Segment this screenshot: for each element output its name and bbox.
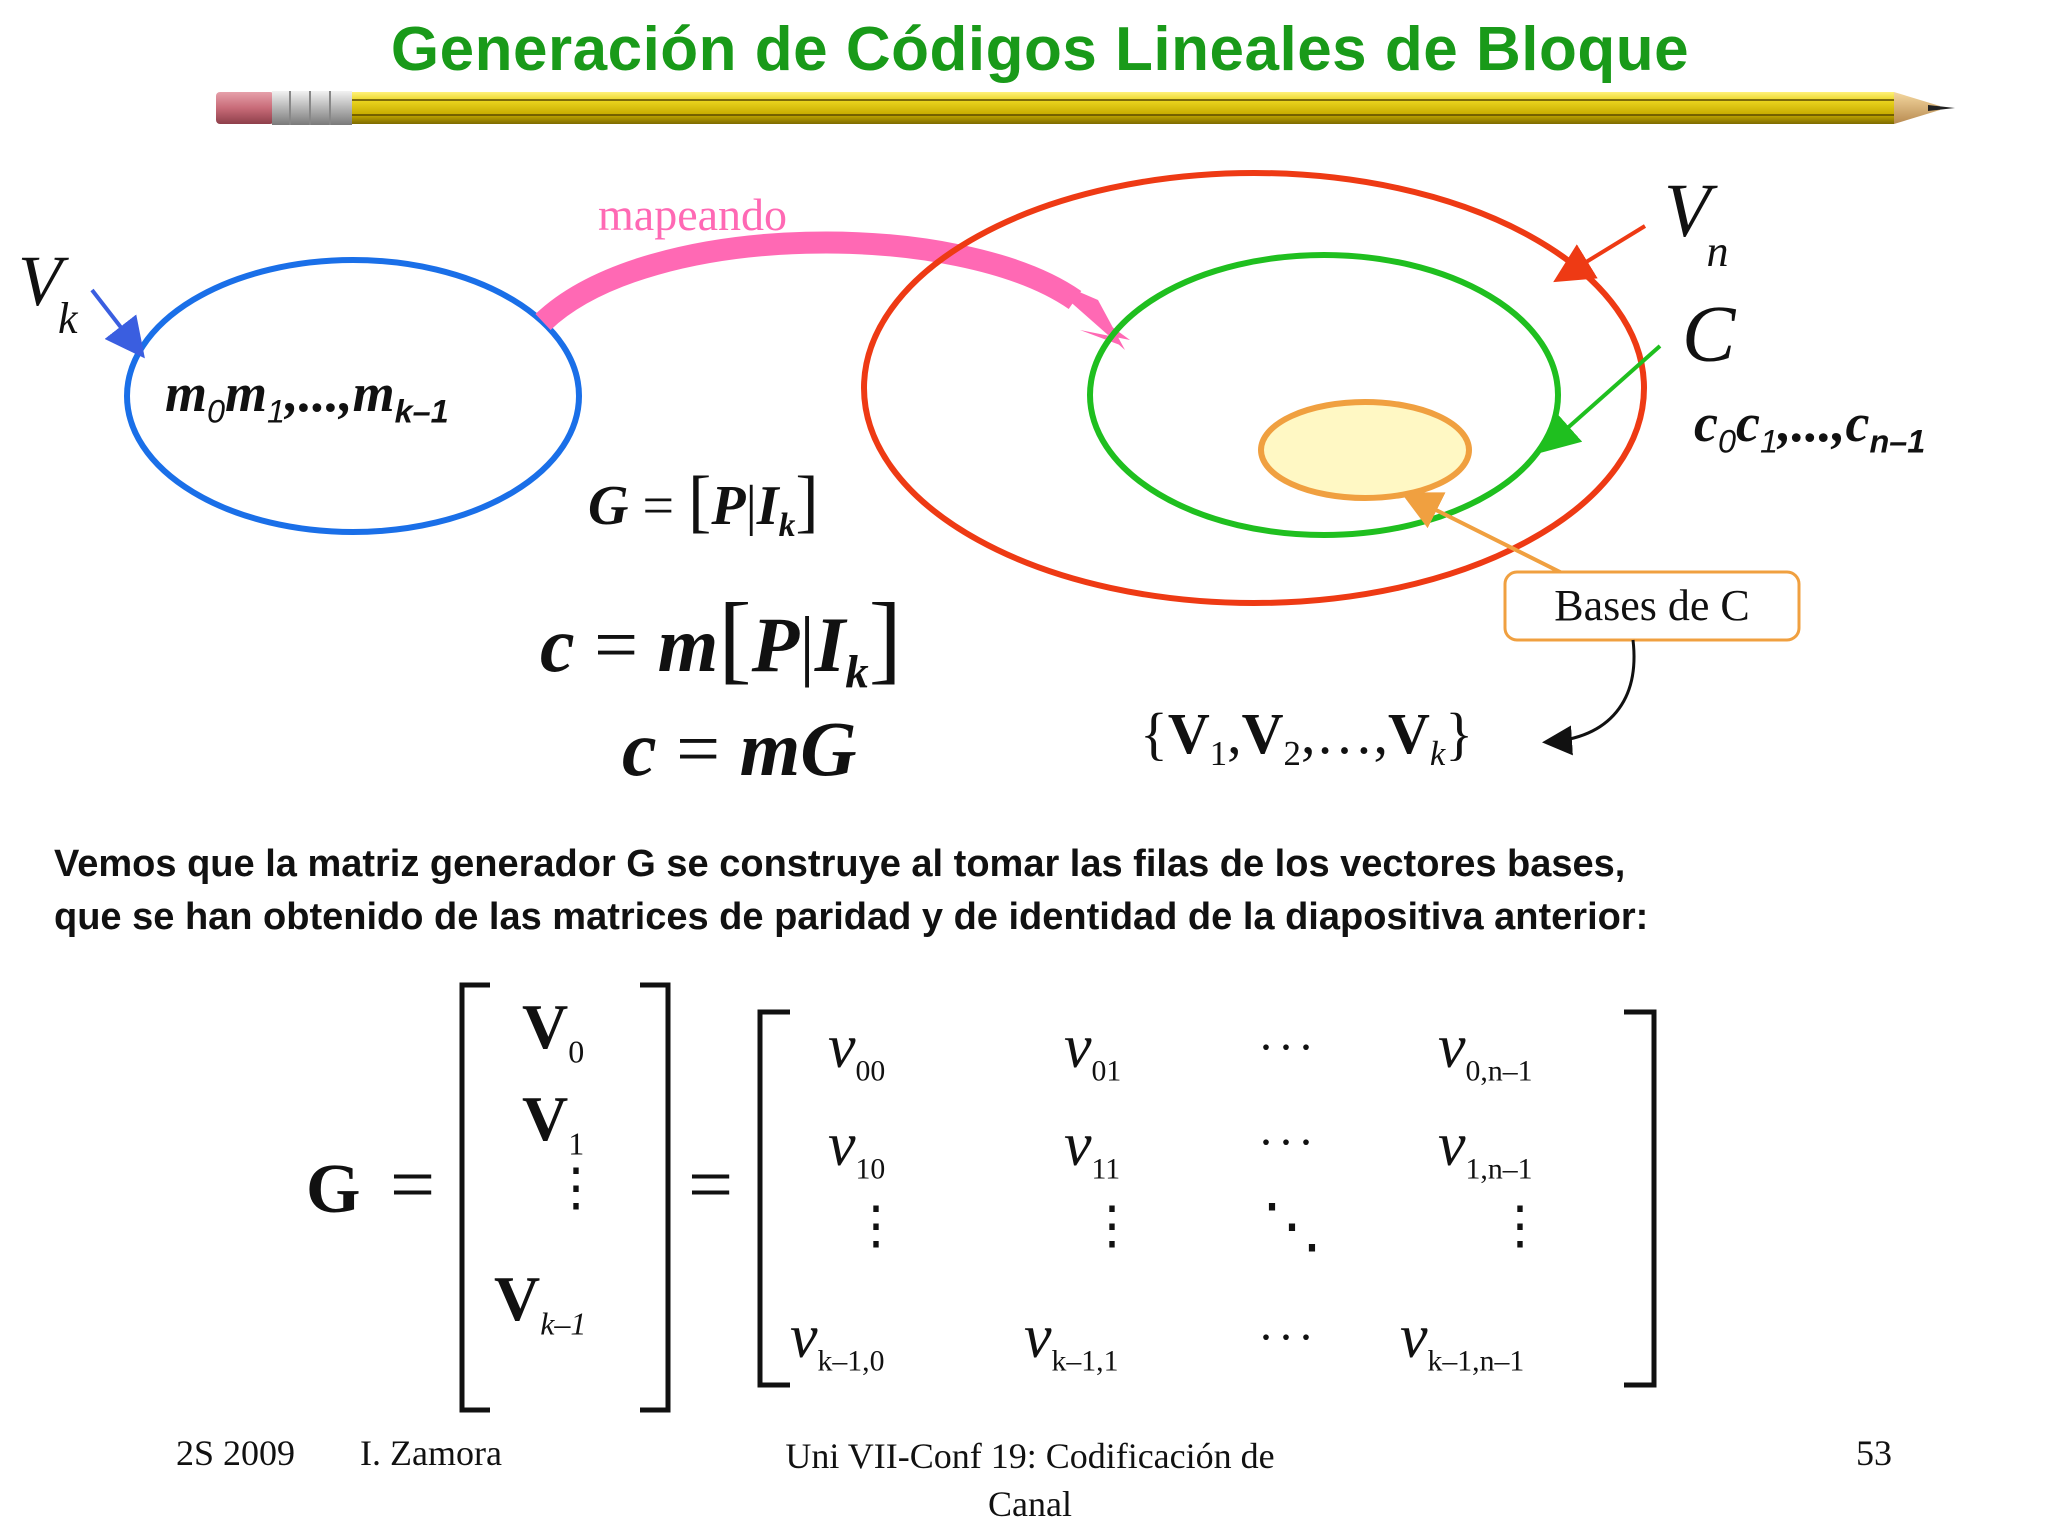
explanation-paragraph: Vemos que la matriz generador G se const…: [54, 838, 2014, 944]
vk-pointer-arrow: [90, 288, 145, 359]
matrix-cell: v01: [1064, 1013, 1122, 1088]
basis-vector-1: V1: [522, 1083, 585, 1162]
codeword-vector: c0c1,...,cn–1: [1694, 393, 1926, 460]
mapping-label: mapeando: [598, 189, 788, 240]
c-ellipse: [1087, 252, 1561, 538]
equation-c-mg: c = mG: [622, 705, 857, 792]
basis-vector-0: V0: [522, 991, 585, 1070]
message-vector: m0m1,...,mk–1: [165, 363, 449, 430]
horizontal-dots: ···: [1258, 1116, 1318, 1169]
horizontal-dots: ···: [1258, 1311, 1318, 1364]
vertical-dots: ⋮: [1086, 1196, 1138, 1256]
footer-course-line-1: Uni VII-Conf 19: Codificación de: [785, 1436, 1275, 1476]
matrix-g-symbol: G: [306, 1151, 361, 1228]
matrix-cell: vk–1,0: [790, 1303, 885, 1378]
vk-ellipse: [124, 257, 582, 535]
c-pointer-arrow: [1539, 344, 1662, 454]
paragraph-line-2: que se han obtenido de las matrices de p…: [54, 896, 1649, 938]
vk-label: Vk: [18, 241, 78, 343]
bases-ellipse: [1258, 399, 1472, 501]
matrix-cell: vk–1,1: [1024, 1303, 1119, 1378]
horizontal-dots: ···: [1258, 1021, 1318, 1074]
equation-g-def: G = [P|Ik]: [588, 463, 819, 544]
equals-sign-1: =: [390, 1141, 436, 1229]
footer-course: Uni VII-Conf 19: Codificación de Canal: [740, 1432, 1320, 1528]
mapping-arrow: [535, 231, 1082, 331]
diagonal-dots: ⋱: [1262, 1191, 1322, 1261]
footer-semester: 2S 2009: [176, 1433, 296, 1473]
footer-course-line-2: Canal: [988, 1484, 1072, 1524]
vn-label: Vn: [1664, 169, 1729, 276]
paragraph-line-1: Vemos que la matriz generador G se const…: [54, 843, 1626, 885]
bases-pointer-arrow: [1400, 492, 1563, 575]
page-number: 53: [1856, 1433, 1892, 1473]
matrix-cell: vk–1,n–1: [1400, 1303, 1525, 1378]
matrix-cell: v11: [1064, 1111, 1121, 1186]
c-label: C: [1682, 291, 1736, 379]
basis-set: {V1,V2,…,Vk}: [1140, 701, 1474, 774]
vertical-dots: ⋮: [850, 1196, 902, 1256]
vn-ellipse: [861, 170, 1647, 606]
vertical-dots: ⋮: [1494, 1196, 1546, 1256]
pencil-icon: [216, 91, 1955, 125]
matrix-cell: v00: [828, 1013, 886, 1088]
basis-vector-k-minus-1: Vk–1: [494, 1263, 587, 1342]
footer-author: I. Zamora: [360, 1433, 502, 1473]
basis-set-arrow: [1542, 639, 1636, 756]
matrix-cell: v10: [828, 1111, 886, 1186]
matrix-cell: v1,n–1: [1438, 1111, 1533, 1186]
vn-pointer-arrow: [1553, 224, 1647, 283]
matrix-cell: v0,n–1: [1438, 1013, 1533, 1088]
equation-c-mpi: c = m[P|Ik]: [540, 582, 902, 699]
equals-sign-2: =: [688, 1141, 734, 1229]
bases-label-box: [1503, 570, 1801, 642]
code-mapping-diagram: [90, 170, 1801, 756]
vertical-dots: ⋮: [550, 1158, 602, 1218]
mapping-arrowhead: [1040, 275, 1125, 350]
bases-label: Bases de C: [1554, 581, 1750, 630]
page-title: Generación de Códigos Lineales de Bloque: [390, 15, 1690, 84]
